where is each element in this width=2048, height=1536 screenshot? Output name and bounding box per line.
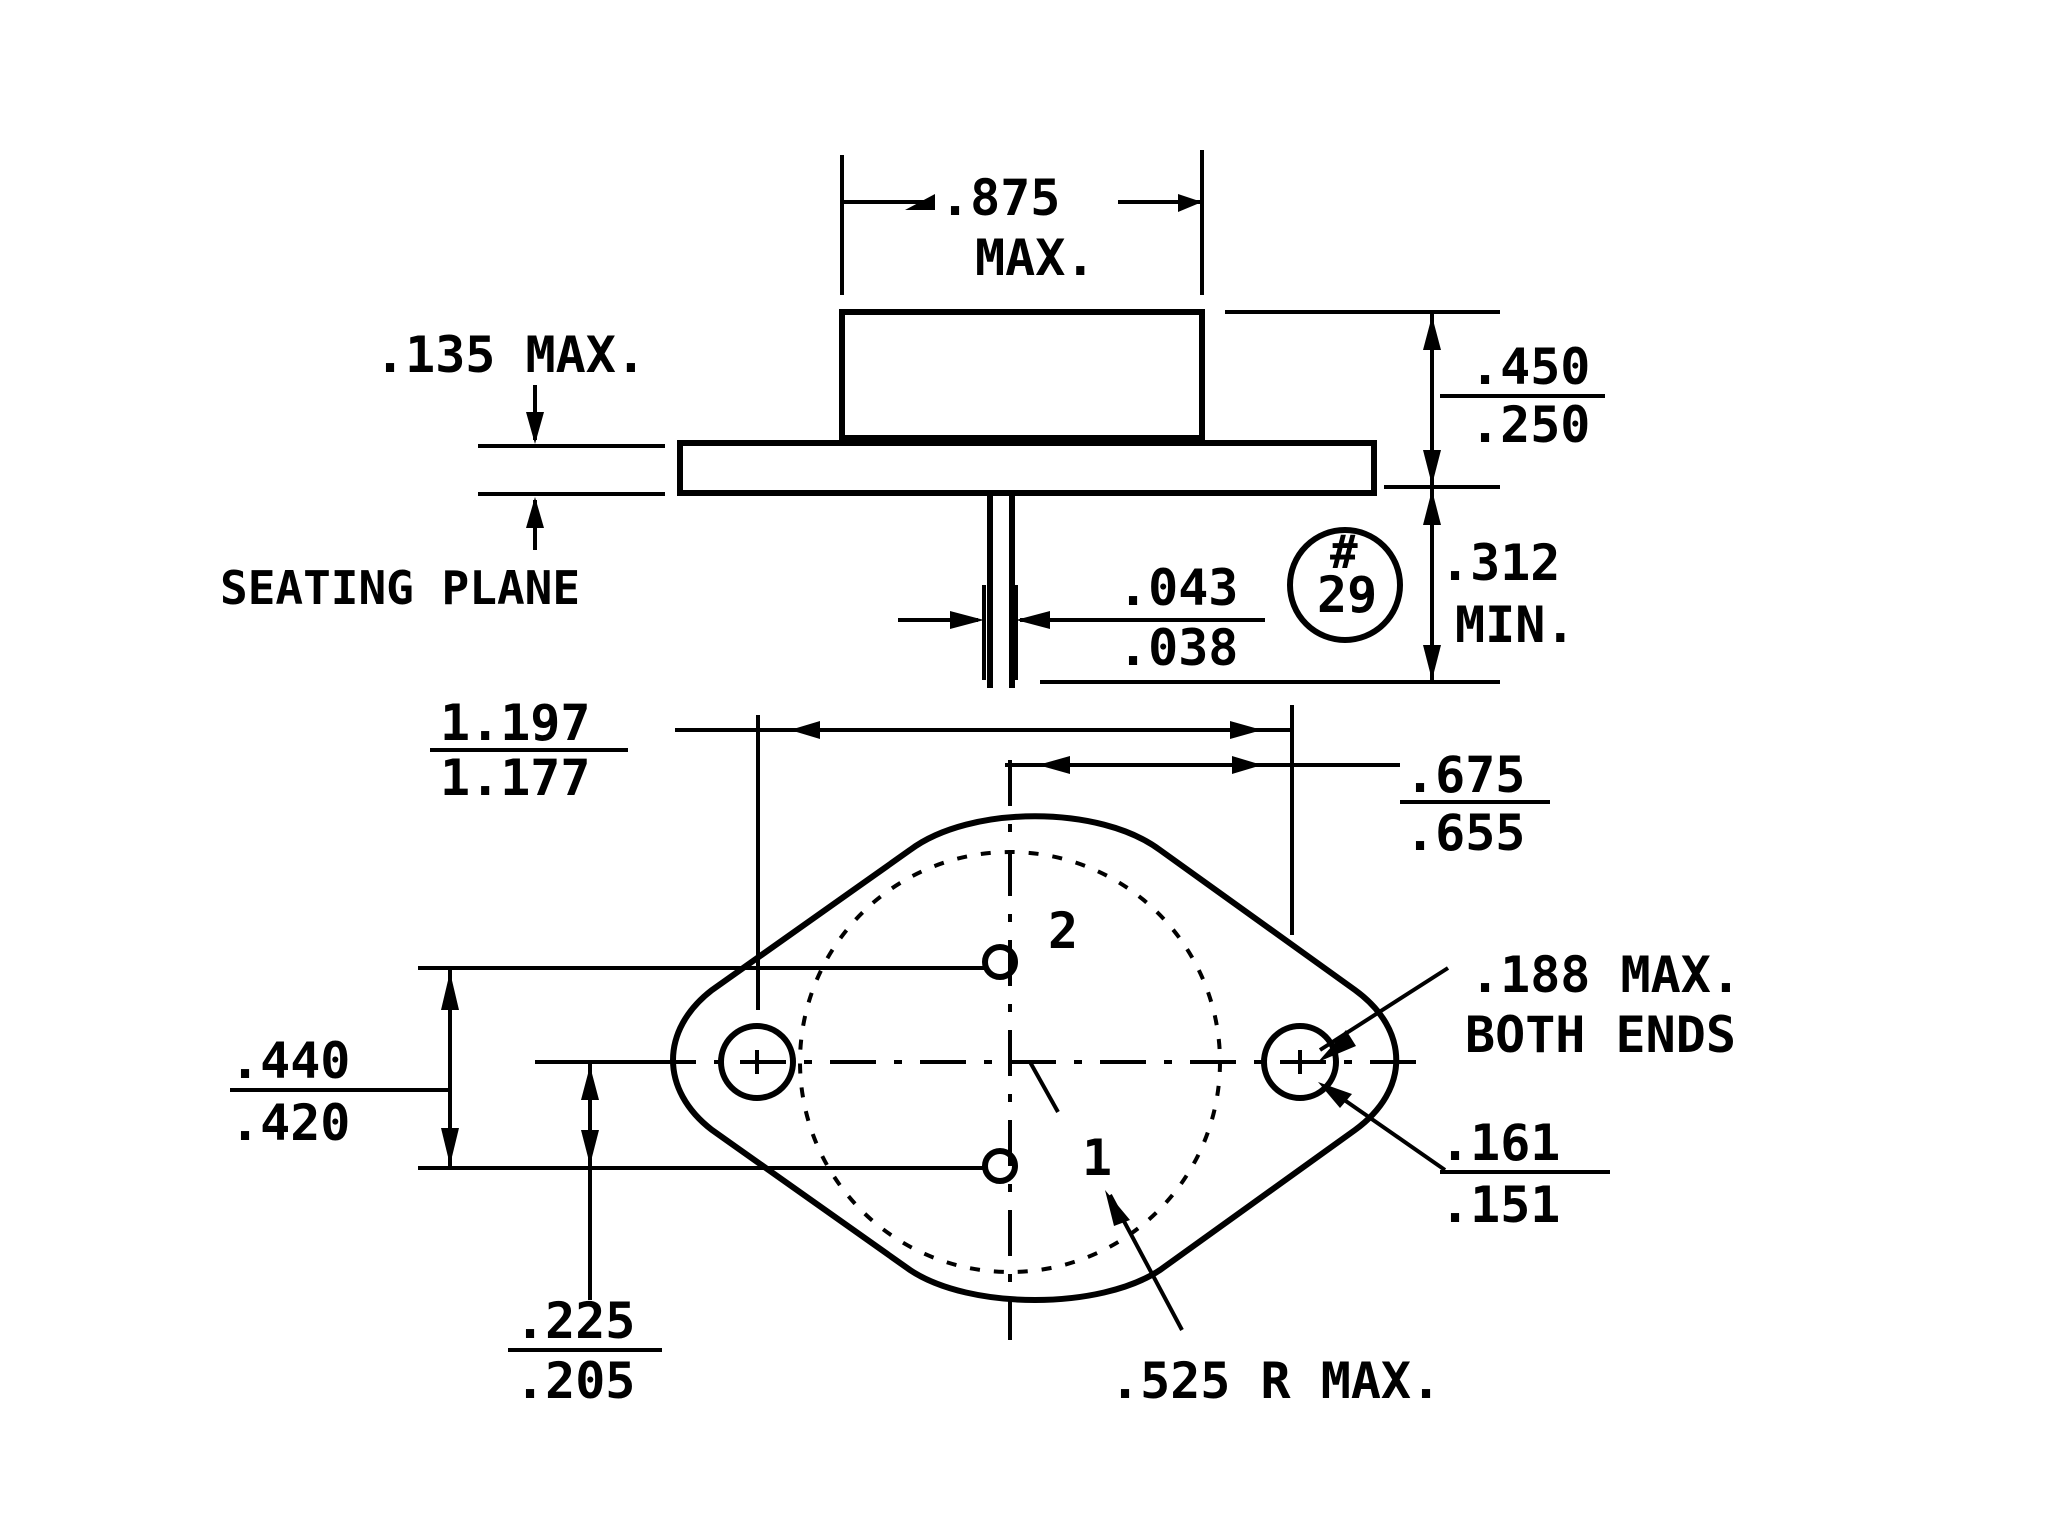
flange-thickness-value: .135 MAX. (375, 326, 646, 384)
height-upper: .450 (1470, 338, 1590, 396)
arrow-head (905, 194, 935, 210)
pin-offset-upper: .225 (515, 1292, 635, 1350)
overall-length-upper: 1.197 (440, 694, 591, 752)
pin-spacing-lower: .420 (230, 1094, 350, 1152)
hole-dia-upper: .161 (1440, 1114, 1560, 1172)
mount-hole-note: BOTH ENDS (1465, 1006, 1736, 1064)
flange (677, 440, 1377, 496)
arrow-head (581, 1130, 599, 1165)
arrow-head (526, 412, 544, 444)
pin-spacing-upper: .440 (230, 1032, 350, 1090)
pin-dia-upper: .043 (1118, 559, 1238, 617)
arrow-head (1423, 645, 1441, 680)
radius-value: .525 R MAX. (1110, 1352, 1441, 1410)
arrow-head (441, 1128, 459, 1165)
side-view: .875 MAX. .135 MAX. SEATING PLANE .450 .… (220, 150, 1605, 688)
arrow-head (1016, 611, 1050, 629)
case-code-number: 29 (1317, 566, 1377, 624)
pin-1-label: 1 (1082, 1129, 1112, 1187)
arrow-head (1232, 756, 1262, 774)
pin-offset-lower: .205 (515, 1352, 635, 1410)
arrow-head (950, 611, 984, 629)
seating-plane-label: SEATING PLANE (220, 561, 580, 615)
pin-2-label: 2 (1048, 902, 1078, 960)
mount-hole-right (1261, 1023, 1339, 1101)
mount-hole-value: .188 MAX. (1470, 946, 1741, 1004)
pin-1-leader (1028, 1061, 1060, 1113)
width-top-value: .875 (940, 169, 1060, 227)
arrow-head (1318, 1030, 1356, 1062)
arrow-head (1423, 490, 1441, 525)
package-outline (670, 813, 1400, 1303)
hole-dia-leader (1328, 1088, 1447, 1172)
hole-spacing-upper: .675 (1405, 746, 1525, 804)
arrow-head (1178, 194, 1202, 212)
can-body (839, 309, 1205, 441)
hole-dia-lower: .151 (1440, 1176, 1560, 1234)
case-code-circle (1287, 527, 1403, 643)
arrow-head (526, 497, 544, 528)
arrow-head (1038, 756, 1070, 774)
case-code-symbol: # (1330, 525, 1358, 579)
arrow-head (790, 721, 820, 739)
arrow-head (1423, 316, 1441, 350)
arrow-head (1318, 1082, 1352, 1108)
overall-length-lower: 1.177 (440, 749, 591, 807)
arrow-head (581, 1066, 599, 1100)
arrow-head (441, 972, 459, 1010)
arrow-head (1423, 450, 1441, 485)
pin-dia-lower: .038 (1118, 619, 1238, 677)
hole-spacing-lower: .655 (1405, 804, 1525, 862)
pin-length-note: MIN. (1455, 596, 1575, 654)
pin-2 (982, 944, 1018, 980)
arrow-head (1230, 721, 1262, 739)
mount-hole-left (718, 1023, 796, 1101)
pin-length-value: .312 (1440, 534, 1560, 592)
height-lower: .250 (1470, 396, 1590, 454)
arrow-head (1105, 1190, 1130, 1226)
width-top-note: MAX. (975, 229, 1095, 287)
bottom-view: 2 1 1.197 1.177 .675 .655 .188 MAX. BOTH… (230, 694, 1741, 1410)
